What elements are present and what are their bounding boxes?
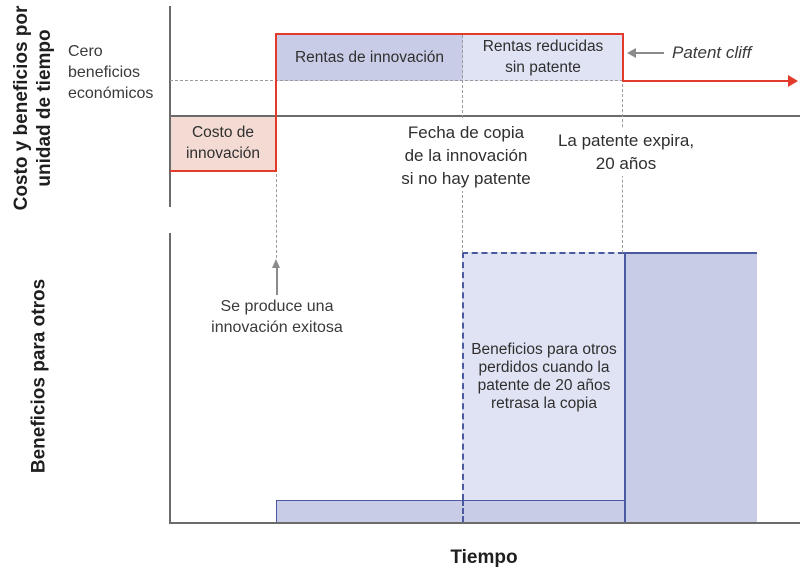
red-line-patent-cliff-drop [622, 33, 624, 82]
innovation-start-dashed-line [276, 174, 277, 258]
bottom-y-axis-line [169, 233, 171, 523]
benefits-without-patent-bar [276, 500, 624, 522]
zero-profit-dashed-line [170, 80, 623, 81]
reduced-rents-box-label: Rentas reducidas sin patente [482, 38, 604, 76]
red-line-rents-top [275, 33, 624, 35]
lost-benefits-box: Beneficios para otros perdidos cuando la… [462, 252, 624, 500]
red-line-arrowhead-icon [788, 75, 798, 87]
patent-cliff-arrow-icon [627, 48, 636, 58]
innovation-arrow-icon [272, 259, 280, 268]
innovation-rents-box-label: Rentas de innovación [294, 48, 445, 66]
innovation-cost-box-label: Costo de innovación [185, 124, 261, 162]
bottom-y-axis-title: Beneficios para otros [28, 278, 50, 474]
copy-date-dashed-line-lower [462, 500, 464, 522]
bottom-x-axis-line [169, 522, 800, 524]
top-y-axis-line [169, 6, 171, 207]
red-line-post-patent [622, 80, 789, 82]
innovation-arrow-shaft [276, 267, 278, 295]
benefits-after-expiry-bar [624, 252, 757, 522]
innovation-rents-box: Rentas de innovación [276, 33, 463, 81]
top-x-axis-line [169, 115, 800, 117]
patent-cliff-label: Patent cliff [672, 43, 752, 62]
patent-expiry-label: La patente expira, 20 años [536, 128, 716, 176]
lost-benefits-label: Beneficios para otros perdidos cuando la… [471, 341, 617, 412]
patent-cliff-arrow-shaft [634, 52, 664, 54]
innovation-event-label: Se produce una innovación exitosa [211, 298, 343, 336]
red-line-innovation-rise [275, 33, 277, 172]
reduced-rents-box: Rentas reducidas sin patente [463, 33, 623, 81]
x-axis-title: Tiempo [450, 547, 518, 568]
innovation-cost-box: Costo de innovación [170, 116, 276, 170]
top-y-axis-title: Costo y beneficios por unidad de tiempo [11, 5, 55, 211]
copy-date-label: Fecha de copia de la innovación si no ha… [385, 120, 547, 191]
zero-profits-label: Cero beneficios económicos [68, 43, 154, 102]
red-line-cost-bottom [170, 170, 277, 172]
